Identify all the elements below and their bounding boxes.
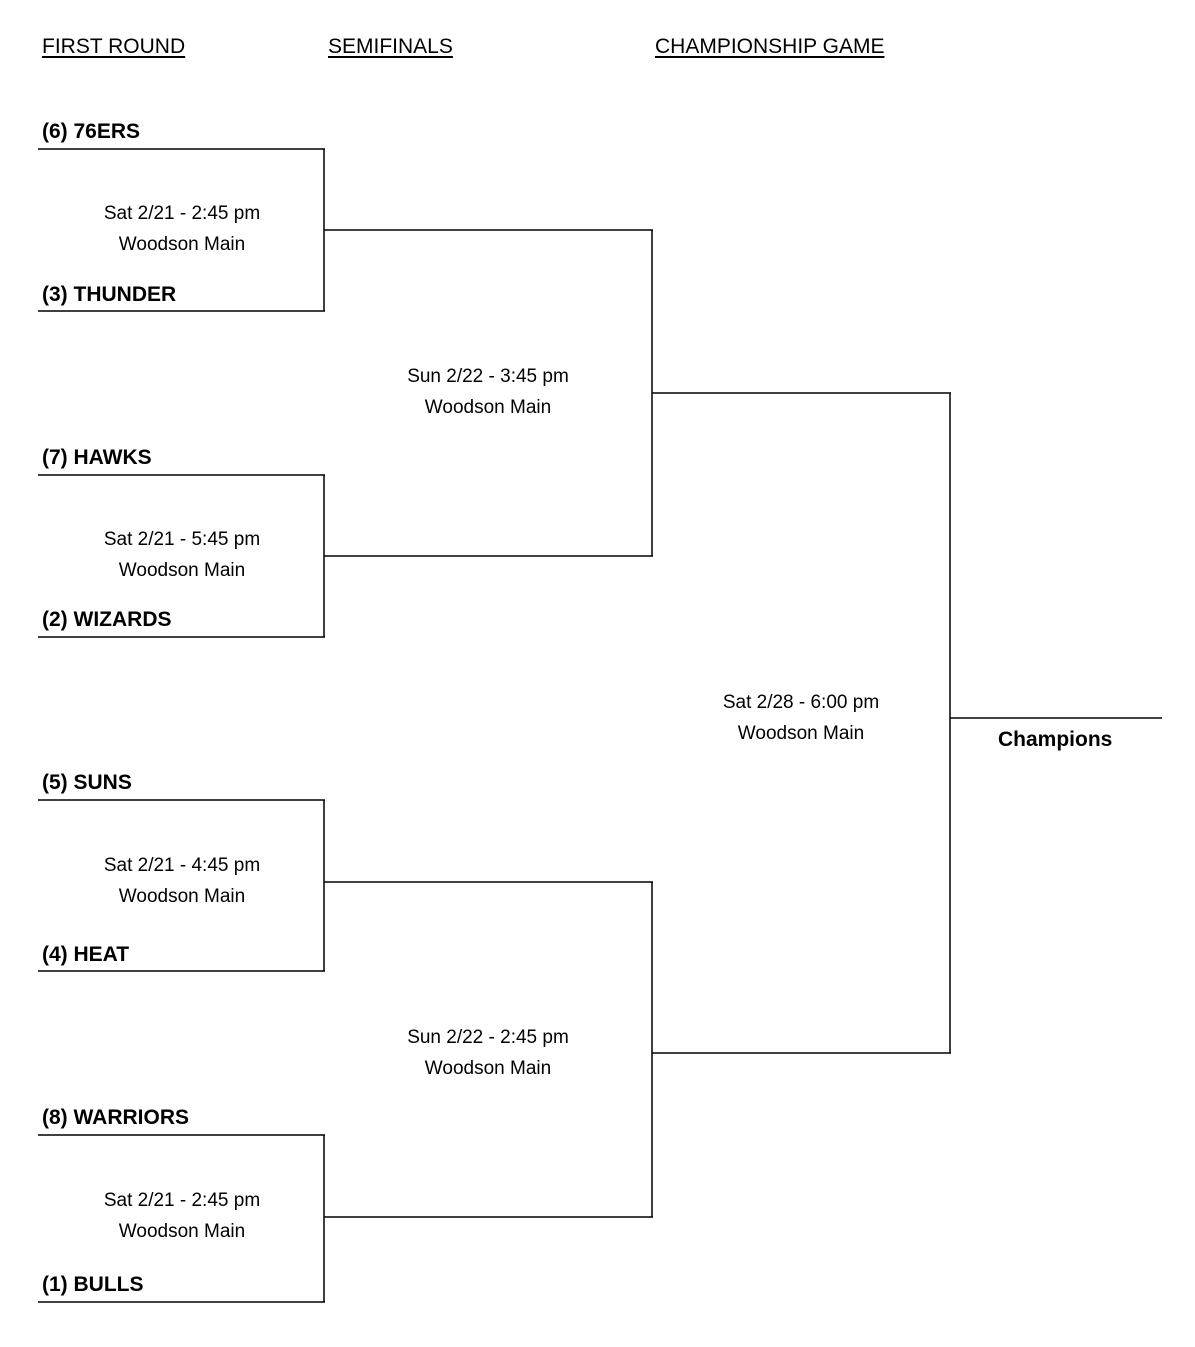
- team-suns: (5) SUNS: [42, 771, 132, 794]
- game-time: Sat 2/21 - 5:45 pm: [103, 529, 261, 550]
- game-time: Sat 2/21 - 4:45 pm: [103, 855, 261, 876]
- game-time: Sat 2/21 - 2:45 pm: [103, 203, 261, 224]
- game-time: Sat 2/28 - 6:00 pm: [722, 692, 880, 713]
- game-venue: Woodson Main: [737, 723, 865, 744]
- header-championship: CHAMPIONSHIP GAME: [655, 35, 885, 58]
- team-hawks: (7) HAWKS: [42, 446, 152, 469]
- team-thunder: (3) THUNDER: [42, 283, 177, 306]
- game-venue: Woodson Main: [424, 1058, 552, 1079]
- semifinal-game-1: Sun 2/22 - 3:45 pm Woodson Main: [368, 361, 608, 423]
- team-76ers: (6) 76ERS: [42, 120, 141, 143]
- header-semifinals: SEMIFINALS: [328, 35, 453, 58]
- first-round-game-1: Sat 2/21 - 2:45 pm Woodson Main: [62, 198, 302, 260]
- game-venue: Woodson Main: [118, 234, 246, 255]
- game-venue: Woodson Main: [118, 886, 246, 907]
- game-venue: Woodson Main: [424, 397, 552, 418]
- team-heat: (4) HEAT: [42, 943, 130, 966]
- game-venue: Woodson Main: [118, 1221, 246, 1242]
- team-warriors: (8) WARRIORS: [42, 1106, 189, 1129]
- champions-label: Champions: [998, 728, 1113, 751]
- semifinal-game-2: Sun 2/22 - 2:45 pm Woodson Main: [368, 1022, 608, 1084]
- team-wizards: (2) WIZARDS: [42, 608, 172, 631]
- header-first-round: FIRST ROUND: [42, 35, 186, 58]
- team-bulls: (1) BULLS: [42, 1273, 144, 1296]
- first-round-game-2: Sat 2/21 - 5:45 pm Woodson Main: [62, 524, 302, 586]
- game-time: Sun 2/22 - 2:45 pm: [407, 1027, 569, 1048]
- game-time: Sun 2/22 - 3:45 pm: [407, 366, 569, 387]
- first-round-game-4: Sat 2/21 - 2:45 pm Woodson Main: [62, 1185, 302, 1247]
- championship-game: Sat 2/28 - 6:00 pm Woodson Main: [681, 687, 921, 749]
- game-venue: Woodson Main: [118, 560, 246, 581]
- first-round-game-3: Sat 2/21 - 4:45 pm Woodson Main: [62, 850, 302, 912]
- game-time: Sat 2/21 - 2:45 pm: [103, 1190, 261, 1211]
